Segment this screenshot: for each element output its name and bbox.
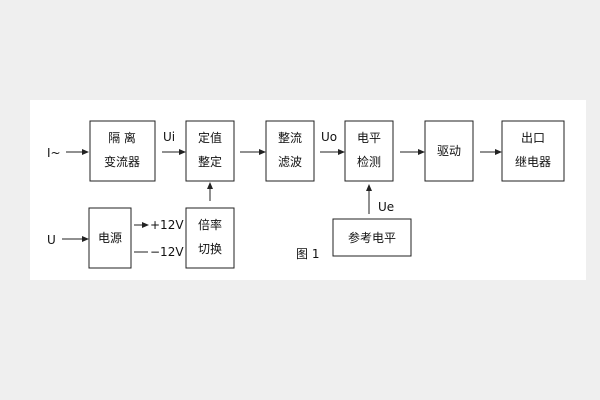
setting-label-2: 整定	[198, 154, 222, 169]
arrowhead-detect-drive	[418, 149, 425, 155]
arrowhead-voltage-in	[82, 236, 89, 242]
ratio-switch-block	[185, 207, 235, 269]
rectifier-filter-block	[265, 120, 315, 182]
rectifier-label-2: 滤波	[278, 155, 302, 169]
detect-label-2: 检测	[357, 154, 381, 169]
level-detect-block	[344, 120, 394, 182]
isolation-label-1: 隔 离	[108, 130, 136, 145]
uo-signal-label: Uo	[321, 130, 337, 144]
arrowhead-drive-output	[495, 149, 502, 155]
arrowhead-current-in	[82, 149, 89, 155]
voltage-input-label: U	[47, 233, 56, 247]
arrowhead-uo	[338, 149, 345, 155]
output-relay-block	[501, 120, 565, 182]
arrowhead-setting-rectifier	[259, 149, 266, 155]
output-label-2: 继电器	[515, 155, 551, 169]
setting-label-1: 定值	[198, 130, 222, 145]
reference-label: 参考电平	[348, 230, 396, 245]
plus12v-label: +12V	[150, 218, 184, 232]
drive-block	[424, 120, 474, 182]
rectifier-label-1: 整流	[278, 130, 302, 145]
arrowhead-switch-setting	[207, 182, 213, 189]
current-input-label: I~	[47, 146, 61, 160]
minus12v-label: −12V	[150, 245, 184, 259]
power-label: 电源	[98, 231, 122, 245]
isolation-transformer-block	[89, 120, 156, 182]
switch-label-2: 切换	[198, 242, 222, 256]
detect-label-1: 电平	[357, 131, 381, 145]
output-label-1: 出口	[521, 131, 545, 145]
switch-label-1: 倍率	[198, 217, 222, 232]
power-supply-block	[88, 207, 132, 269]
figure-caption: 图 1	[296, 247, 319, 261]
arrowhead-ue	[366, 184, 372, 191]
arrowhead-ui	[179, 149, 186, 155]
ue-signal-label: Ue	[378, 200, 394, 214]
arrowhead-plus12v	[142, 222, 149, 228]
isolation-label-2: 变流器	[104, 154, 140, 169]
setting-block	[185, 120, 235, 182]
reference-level-block	[332, 218, 412, 257]
ui-signal-label: Ui	[163, 130, 175, 144]
drive-label: 驱动	[437, 144, 461, 158]
